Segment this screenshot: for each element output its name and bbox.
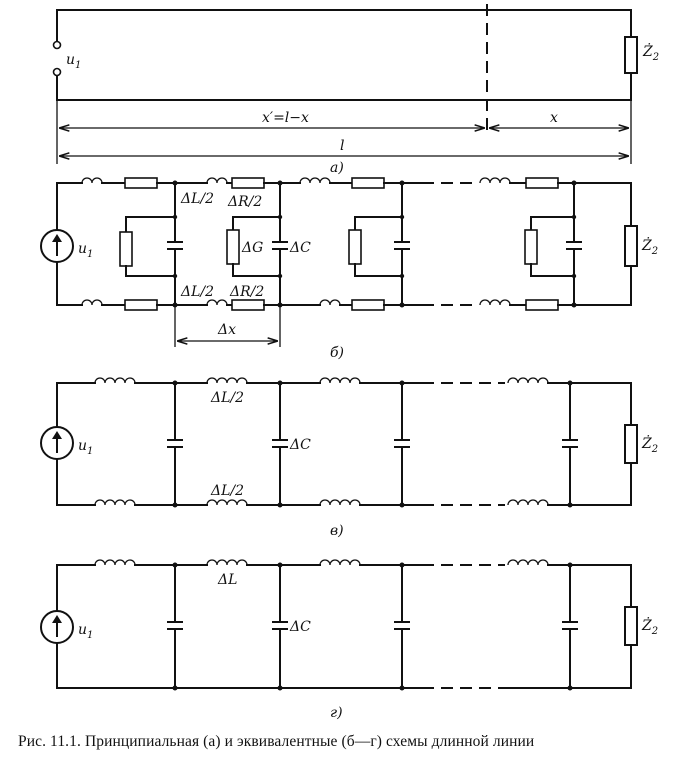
capacitor xyxy=(562,382,578,506)
inductor xyxy=(319,299,341,306)
capacitor xyxy=(394,382,410,506)
inductor xyxy=(206,177,228,184)
label-dL-bottom: ΔL/2 xyxy=(210,483,244,499)
scheme-a: u1 Ż2 x′=l−x x l а) xyxy=(52,4,659,176)
resistor xyxy=(525,177,559,189)
scheme-c: u1 Ż2 ΔL/2 ΔC ΔL/2 в) xyxy=(40,377,658,539)
capacitor xyxy=(394,216,410,277)
capacitor xyxy=(167,564,183,689)
voltage-source xyxy=(40,610,74,644)
load-impedance xyxy=(624,424,638,464)
inductor xyxy=(299,177,331,184)
conductance xyxy=(119,231,133,267)
label-dx: Δx xyxy=(217,322,236,338)
shunt-branch xyxy=(348,180,410,308)
subcaption-d: г) xyxy=(330,705,343,721)
inductor xyxy=(206,499,248,506)
scheme-d: u1 Ż2 ΔL ΔC г) xyxy=(40,559,658,721)
inductor xyxy=(94,377,136,384)
conductance xyxy=(348,229,362,265)
label-dC: ΔC xyxy=(289,240,311,256)
scheme-b: u1 Ż2 xyxy=(40,177,658,361)
voltage-source xyxy=(40,229,74,263)
resistor xyxy=(351,177,385,189)
shunt-branch xyxy=(524,180,582,308)
capacitor xyxy=(272,382,288,506)
label-dG: ΔG xyxy=(241,240,263,256)
load-impedance-label: Ż2 xyxy=(641,434,658,455)
subcaption-a: а) xyxy=(330,160,344,176)
resistor xyxy=(231,177,265,189)
subcaption-b: б) xyxy=(330,345,344,361)
capacitor xyxy=(167,216,183,277)
capacitor xyxy=(394,564,410,689)
inductor xyxy=(507,499,549,506)
resistor xyxy=(124,177,158,189)
resistor xyxy=(351,299,385,311)
load-impedance xyxy=(624,36,638,74)
label-dL-top: ΔL/2 xyxy=(180,191,214,207)
label-dR-top: ΔR/2 xyxy=(227,194,262,210)
load-impedance-label: Ż2 xyxy=(641,236,658,257)
label-dL: ΔL xyxy=(217,572,237,588)
resistor xyxy=(231,299,265,311)
inductor xyxy=(319,559,361,566)
shunt-branch xyxy=(119,180,183,308)
capacitor xyxy=(566,216,582,277)
dim-l-label: l xyxy=(340,138,344,154)
inductor xyxy=(206,299,228,306)
source-voltage-label: u1 xyxy=(78,622,93,641)
voltage-source xyxy=(40,426,74,460)
inductor xyxy=(319,377,361,384)
source-voltage-label: u1 xyxy=(78,438,93,457)
inductor xyxy=(507,377,549,384)
inductor xyxy=(507,559,549,566)
label-dL-bottom: ΔL/2 xyxy=(180,284,214,300)
capacitor xyxy=(272,216,288,277)
resistor xyxy=(525,299,559,311)
load-impedance-label: Ż2 xyxy=(641,616,658,637)
label-dC: ΔC xyxy=(289,619,311,635)
inductor xyxy=(479,177,511,184)
conductance xyxy=(226,229,240,265)
label-dR-bottom: ΔR/2 xyxy=(229,284,264,300)
inductor xyxy=(81,177,103,184)
source-voltage-label: u1 xyxy=(78,241,93,260)
inductor xyxy=(206,559,248,566)
capacitor xyxy=(272,564,288,689)
resistor xyxy=(124,299,158,311)
inductor xyxy=(94,559,136,566)
label-dC: ΔC xyxy=(289,437,311,453)
input-terminal-bottom xyxy=(52,67,62,77)
inductor xyxy=(479,299,511,306)
load-impedance xyxy=(624,606,638,646)
input-terminal-top xyxy=(52,40,62,50)
subcaption-c: в) xyxy=(330,523,344,539)
dim-xprime-label: x′=l−x xyxy=(262,110,309,126)
inductor xyxy=(94,499,136,506)
inductor xyxy=(81,299,103,306)
shunt-branch xyxy=(226,180,288,308)
inductor xyxy=(206,377,248,384)
dim-x-label: x xyxy=(550,110,558,126)
capacitor xyxy=(562,564,578,689)
source-voltage-label: u1 xyxy=(66,52,81,71)
label-dL-top: ΔL/2 xyxy=(210,390,244,406)
load-impedance-label: Ż2 xyxy=(642,42,659,63)
capacitor xyxy=(167,382,183,506)
inductor xyxy=(319,499,361,506)
load-impedance xyxy=(624,225,638,267)
figure-caption: Рис. 11.1. Принципиальная (а) и эквивале… xyxy=(18,733,535,750)
conductance xyxy=(524,229,538,265)
